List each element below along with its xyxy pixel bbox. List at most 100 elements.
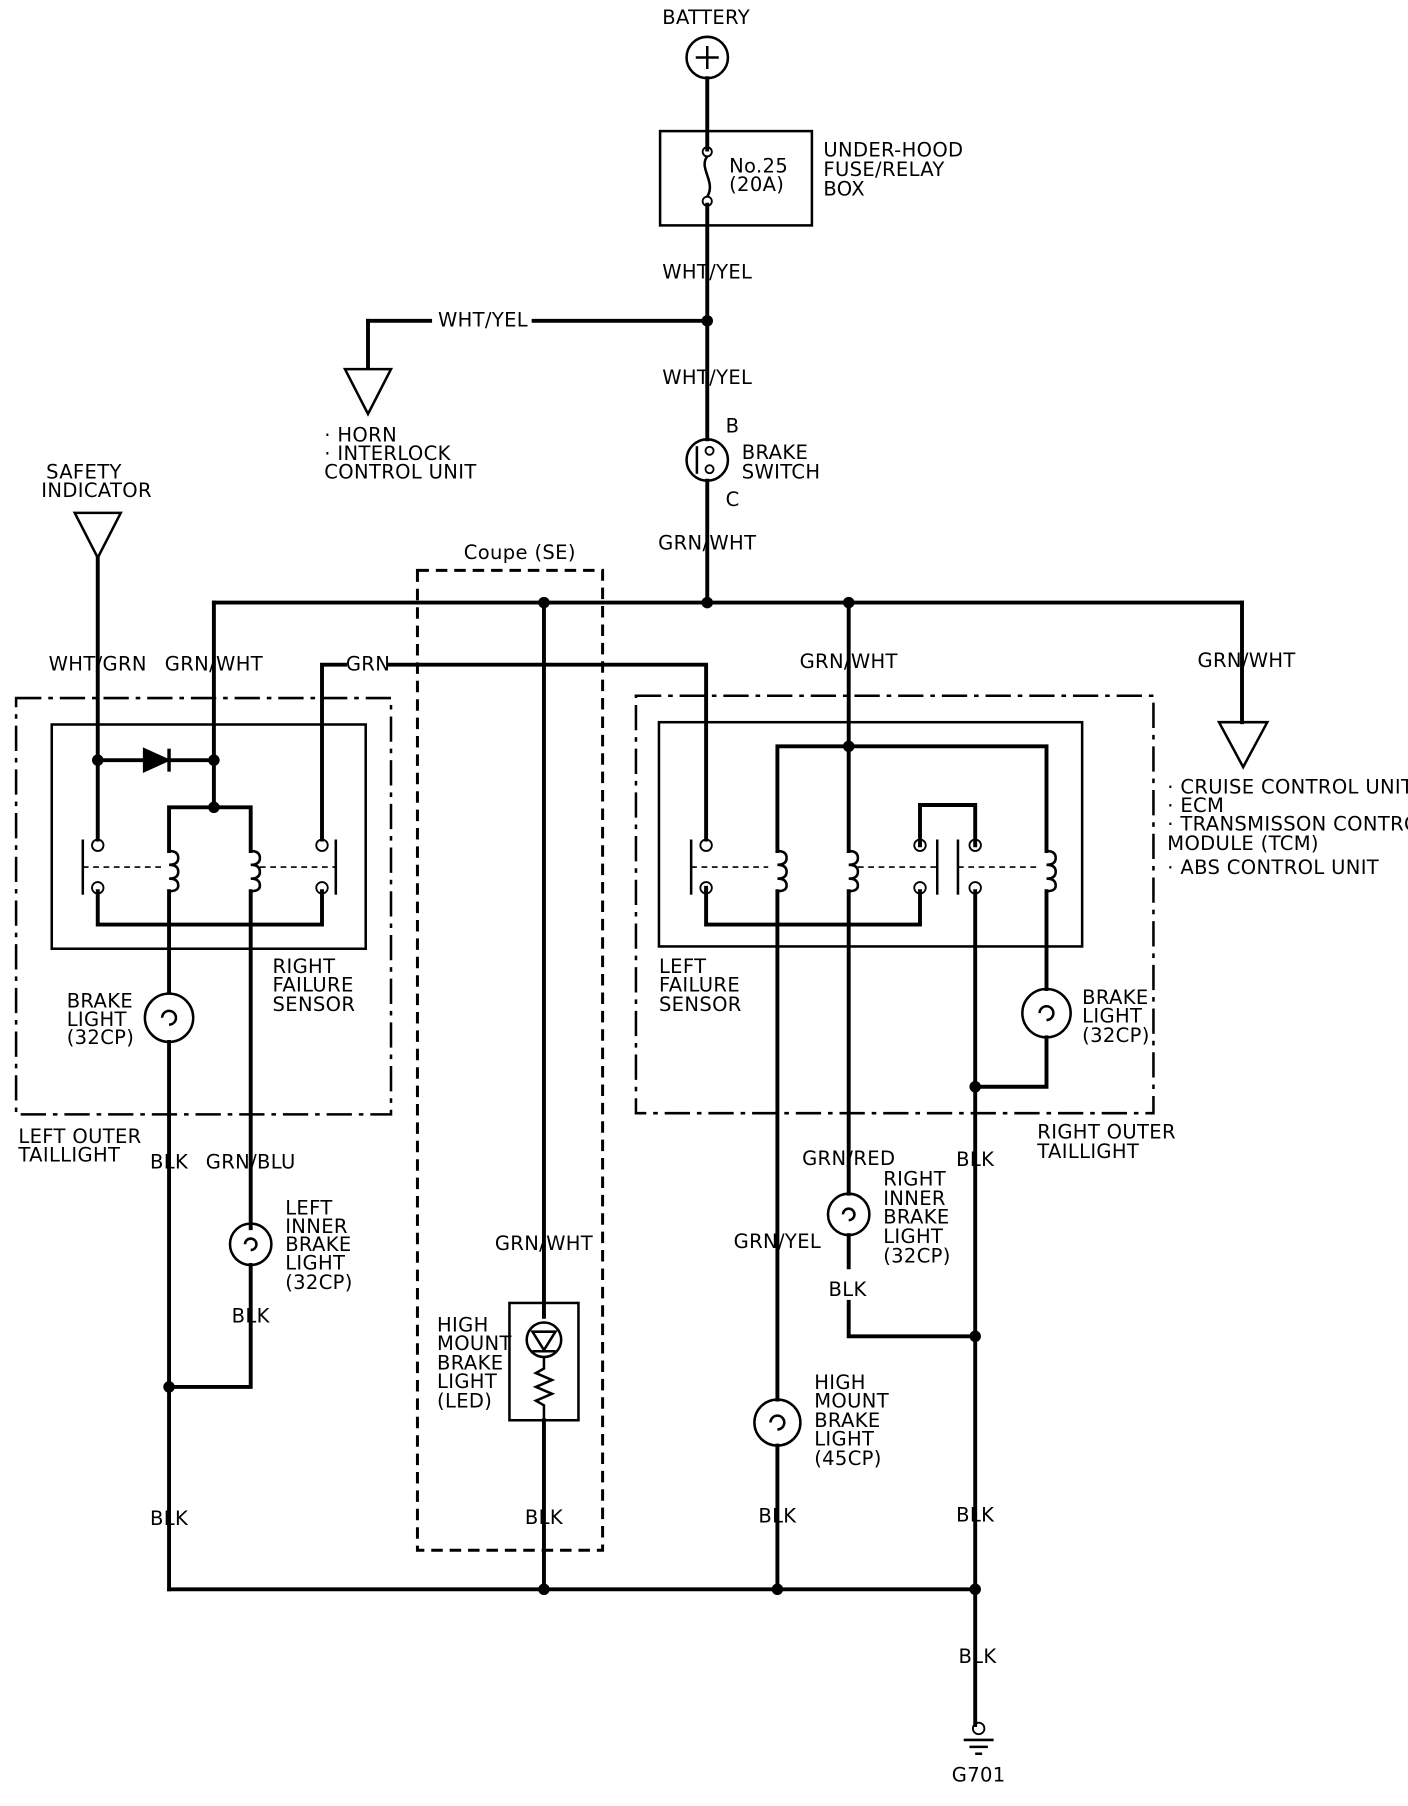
- brake-switch: [685, 438, 730, 482]
- wire-label-blk-right-2: BLK: [956, 1503, 995, 1526]
- wire-label-wht-yel-left: WHT/YEL: [438, 309, 528, 332]
- coupe-se-box: [415, 568, 605, 1552]
- cruise-label-line-2: · ECM: [1167, 794, 1224, 817]
- wire-label-blk-high-mount: BLK: [758, 1505, 797, 1528]
- left-brake-light-label-line-3: (32CP): [67, 1026, 135, 1049]
- right-inner-label-line-4: LIGHT: [883, 1225, 943, 1248]
- wire-label-blk-left-2: BLK: [150, 1507, 189, 1530]
- right-inner-brake-light-bulb-icon: [826, 1192, 871, 1237]
- left-sensor-coil-icon: [169, 849, 262, 893]
- left-brake-light-bulb-icon: [143, 992, 195, 1044]
- right-brake-light-label-line-3: (32CP): [1082, 1024, 1150, 1047]
- wire-label-grn-wht-right: GRN/WHT: [800, 650, 898, 673]
- left-inner-label-line-4: LIGHT: [285, 1252, 345, 1275]
- fuse-box-label-line-1: UNDER-HOOD: [823, 138, 963, 161]
- right-brake-light-label-line-2: LIGHT: [1082, 1004, 1142, 1027]
- right-outer-taillight-housing: [634, 694, 1155, 1115]
- ground-symbol-icon: [963, 1721, 994, 1756]
- high-mount-bulb-label-line-2: MOUNT: [814, 1390, 889, 1413]
- horn-label-line-2: · INTERLOCK: [324, 442, 451, 465]
- high-mount-led-label-line-3: BRAKE: [437, 1352, 503, 1375]
- high-mount-led-label-line-2: MOUNT: [437, 1332, 512, 1355]
- cruise-label-line-4: MODULE (TCM): [1167, 832, 1319, 855]
- horn-label-line-1: · HORN: [324, 424, 397, 447]
- brake-switch-terminal-c: C: [726, 488, 740, 511]
- wire-label-grn: GRN: [346, 652, 390, 675]
- high-mount-led-label-line-5: (LED): [437, 1390, 492, 1413]
- high-mount-led-label-line-1: HIGH: [437, 1314, 489, 1337]
- high-mount-bulb-label-line-5: (45CP): [814, 1447, 882, 1470]
- right-inner-label-line-5: (32CP): [883, 1245, 951, 1268]
- right-outer-taillight-wiring: [704, 600, 1049, 1592]
- battery-symbol: [685, 35, 730, 80]
- high-mount-bulb-label-line-4: LIGHT: [814, 1428, 874, 1451]
- fuse-rating-line-2: (20A): [729, 173, 784, 196]
- right-brake-light-bulb-icon: [1021, 987, 1072, 1039]
- left-failure-sensor-label-line-2: FAILURE: [659, 973, 740, 996]
- wire-label-grn-wht-coupe: GRN/WHT: [495, 1232, 593, 1255]
- left-inner-label-line-2: INNER: [285, 1215, 348, 1238]
- high-mount-bulb-label-line-3: BRAKE: [814, 1409, 880, 1432]
- left-brake-light-label-line-2: LIGHT: [67, 1008, 127, 1031]
- safety-indicator-label-line-1: SAFETY: [46, 460, 122, 483]
- right-sensor-contacts: [689, 838, 1038, 895]
- wire-label-grn-blu: GRN/BLU: [206, 1150, 296, 1173]
- right-inner-label-line-1: RIGHT: [883, 1168, 946, 1191]
- right-outer-taillight-label-line-1: RIGHT OUTER: [1037, 1121, 1176, 1144]
- high-mount-bulb-label-line-1: HIGH: [814, 1371, 866, 1394]
- right-inner-label-line-2: INNER: [883, 1187, 946, 1210]
- right-inner-label-line-3: BRAKE: [883, 1206, 949, 1229]
- left-failure-sensor-label-line-1: LEFT: [659, 955, 706, 978]
- left-sensor-contacts: [81, 838, 338, 895]
- wire-label-blk-ground: BLK: [958, 1645, 997, 1668]
- horn-branch-wire: [366, 315, 713, 370]
- wire-label-grn-red: GRN/RED: [802, 1147, 895, 1170]
- right-failure-sensor-label-line-3: SENSOR: [273, 993, 356, 1016]
- right-failure-sensor-label-line-1: RIGHT: [273, 955, 336, 978]
- left-outer-taillight-wiring: [92, 555, 709, 1231]
- left-inner-label-line-1: LEFT: [285, 1196, 332, 1219]
- horn-connector-arrow: [342, 367, 394, 417]
- left-outer-taillight-housing: [14, 696, 393, 1116]
- safety-indicator-connector-arrow: [72, 511, 123, 561]
- right-brake-light-label-line-1: BRAKE: [1082, 986, 1148, 1009]
- wire-label-grn-yel: GRN/YEL: [734, 1230, 821, 1253]
- fuse-box-label-line-3: BOX: [823, 178, 865, 201]
- wire-label-wht-yel-1: WHT/YEL: [662, 260, 752, 283]
- brake-switch-label-line-2: SWITCH: [742, 460, 821, 483]
- wire-label-blk-left-1: BLK: [150, 1150, 189, 1173]
- left-failure-sensor-box: [657, 720, 1084, 948]
- fuse-rating-line-1: No.25: [729, 155, 788, 178]
- wire-label-blk-right-1: BLK: [956, 1148, 995, 1171]
- resistor-icon: [532, 1356, 556, 1421]
- left-brake-light-label-line-1: BRAKE: [67, 989, 133, 1012]
- right-inner-blk-wire-2: [846, 1299, 978, 1339]
- wire-label-grn-wht-left: GRN/WHT: [165, 652, 263, 675]
- left-outer-taillight-label-line-2: TAILLIGHT: [17, 1144, 120, 1167]
- right-failure-sensor-label-line-2: FAILURE: [273, 973, 354, 996]
- brake-switch-label-line-1: BRAKE: [742, 441, 808, 464]
- wire-label-grn-wht-far: GRN/WHT: [1197, 649, 1295, 672]
- coupe-se-label: Coupe (SE): [464, 541, 576, 564]
- left-inner-label-line-3: BRAKE: [285, 1233, 351, 1256]
- right-failure-sensor-box: [50, 723, 367, 951]
- cruise-connector-arrow: [1216, 720, 1270, 770]
- safety-indicator-label-line-2: INDICATOR: [41, 479, 152, 502]
- battery-label: BATTERY: [662, 6, 750, 29]
- wire-label-blk-left-inner: BLK: [232, 1305, 271, 1328]
- fuse-box-label-line-2: FUSE/RELAY: [823, 158, 944, 181]
- right-outer-taillight-label-line-2: TAILLIGHT: [1036, 1140, 1139, 1163]
- wire-label-blk-coupe: BLK: [525, 1506, 564, 1529]
- fuse-relay-box: [658, 129, 814, 227]
- brake-switch-terminal-b: B: [726, 414, 740, 437]
- wire-label-wht-yel-2: WHT/YEL: [662, 366, 752, 389]
- left-outer-taillight-label-line-1: LEFT OUTER: [18, 1125, 141, 1148]
- ground-bus: [167, 1583, 981, 1727]
- led-icon: [525, 1321, 563, 1359]
- ground-label: G701: [952, 1763, 1006, 1786]
- right-sensor-coil-icon: [777, 849, 1057, 893]
- wire-label-wht-grn: WHT/GRN: [49, 652, 147, 675]
- left-failure-sensor-label-line-3: SENSOR: [659, 993, 742, 1016]
- left-inner-blk-wire: [167, 1263, 253, 1389]
